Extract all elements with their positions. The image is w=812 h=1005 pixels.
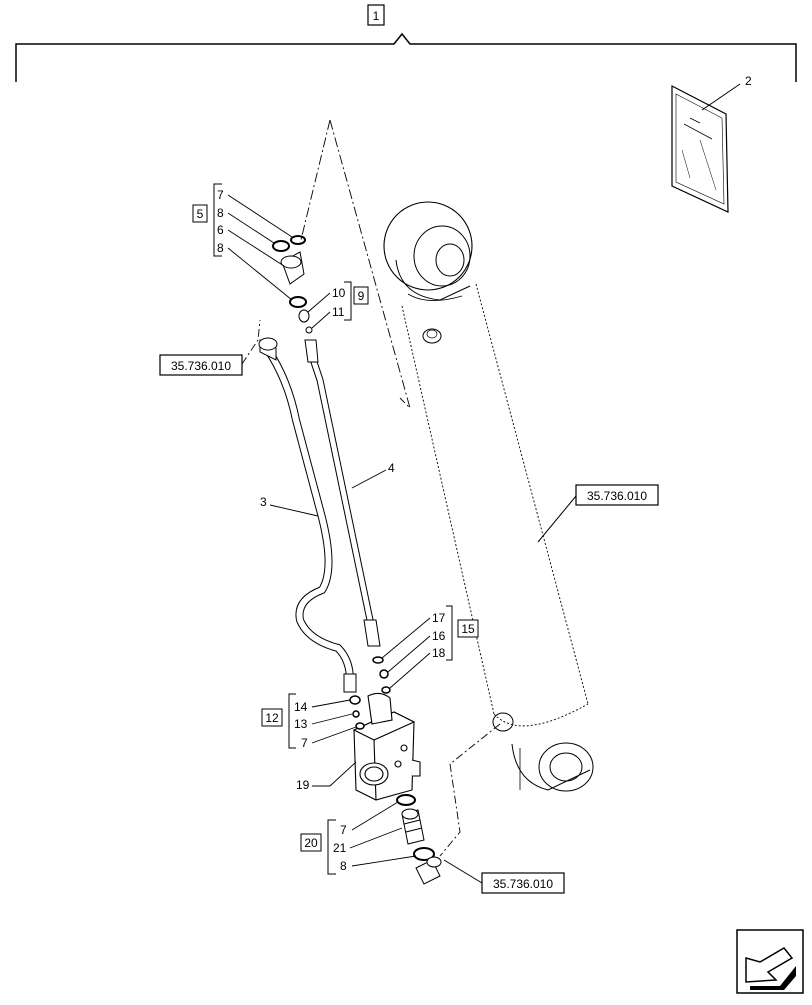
callout-21: 21 [333,841,347,855]
leader-19-b [329,761,357,787]
assembly-bracket [15,32,797,82]
hose-4 [304,339,381,647]
group-12-label: 12 [265,711,279,725]
group-15-box [457,619,479,638]
fitting-6 [280,251,305,285]
valve-block-19 [352,692,421,801]
callout-11: 11 [332,305,345,319]
callout-5-8a: 8 [217,206,224,220]
callout-4: 4 [388,461,395,475]
hydraulic-cylinder [383,201,594,792]
callout-17: 17 [432,611,446,625]
fitting-10-11 [298,309,313,334]
adapter-21 [401,808,425,845]
leader-3 [269,504,319,517]
bracket-9 [344,281,352,321]
callout-16: 16 [432,629,446,643]
group-9-box [353,286,369,305]
callout-5-6: 6 [217,223,224,237]
group-15-parts [372,656,391,694]
group-20-parts [396,794,435,861]
ref-right[interactable]: 35.736.010 [587,489,647,503]
group-15-label: 15 [461,622,475,636]
group-5-box [192,204,208,223]
assembly-label: 1 [373,9,380,23]
leader-11 [311,311,331,329]
instruction-manual-icon [671,85,729,213]
leader-2 [701,83,741,111]
bracket-15 [446,605,453,661]
bracket-20 [327,819,336,875]
group-5-parts [272,235,307,308]
callout-19: 19 [296,778,310,792]
callout-20-8: 8 [340,859,347,873]
callout-14: 14 [294,700,308,714]
elbow-fitting [415,856,442,885]
bracket-12 [288,693,296,749]
callout-3: 3 [260,495,267,509]
assembly-label-box [367,4,385,26]
callout-13: 13 [294,717,308,731]
callout-20-7: 7 [340,823,347,837]
ref-top-left-box[interactable] [159,354,243,376]
ref-right-box[interactable] [575,484,659,506]
group-5-leaders [227,194,293,301]
callout-5-7: 7 [217,188,224,202]
group-12-parts [349,695,365,730]
group-12-leaders [311,699,357,744]
leader-ref-bottom [443,859,483,884]
navigation-arrow-icon[interactable] [736,929,804,994]
group-12-box [261,708,283,727]
bracket-5 [213,183,222,257]
group-9-label: 9 [358,289,365,303]
callout-18: 18 [432,646,446,660]
callout-2: 2 [745,74,752,88]
leader-4 [351,469,387,489]
leader-10 [307,292,331,313]
group-15-leaders [381,617,431,689]
hose-3 [258,337,357,693]
ref-bottom[interactable]: 35.736.010 [493,877,553,891]
centerline-bottom [439,723,501,857]
ref-top-left[interactable]: 35.736.010 [171,359,231,373]
centerline-top [299,119,411,410]
group-5-label: 5 [197,207,204,221]
callout-5-8b: 8 [217,241,224,255]
leader-ref-right [537,495,577,543]
group-20-leaders [349,801,417,867]
callout-12-7: 7 [301,736,308,750]
group-20-box [300,833,322,852]
leader-ref-top-left [241,319,261,365]
group-20-label: 20 [304,836,318,850]
callout-10: 10 [332,286,346,300]
